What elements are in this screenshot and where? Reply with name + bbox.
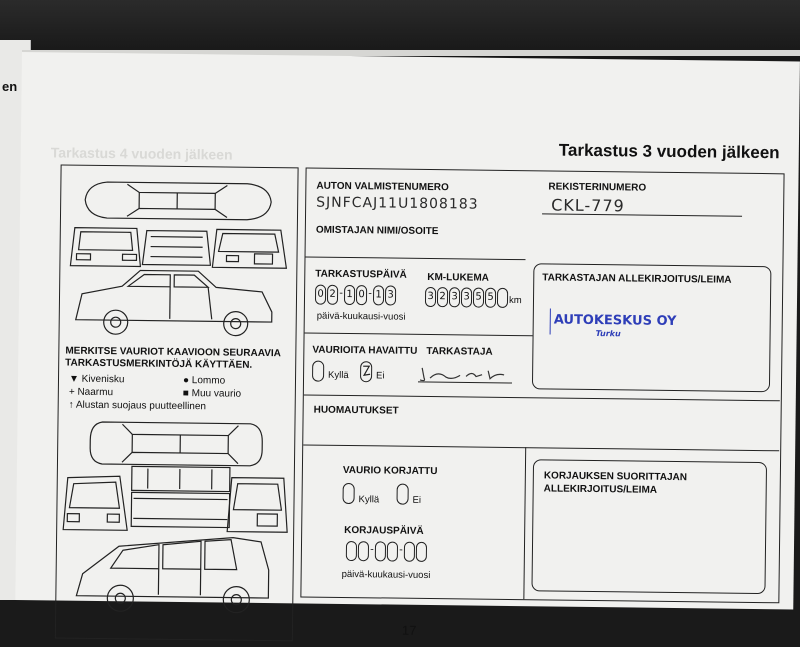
legend-item-alustan: ↑ Alustan suojaus puutteellinen [69,400,206,413]
km-unit: km [508,294,522,307]
legend-label: Kivenisku [81,373,125,386]
ei-label: Ei [376,370,385,382]
legend-label: Lommo [191,375,226,387]
vin-field[interactable]: SJNFCAJ11U1808183 [316,194,479,213]
kylla-label: Kyllä [328,369,349,382]
date-digit: 0 [314,284,327,305]
damage-diagram-panel: MERKITSE VAURIOT KAAVIOON SEURAAVIA TARK… [54,164,299,642]
date-digit: 1 [372,285,385,306]
date-separator: - [368,288,372,300]
dot-icon: ● [182,374,190,387]
triangle-icon: ▼ [68,373,79,385]
tarkastajan-allekirjoitus-label: TARKASTAJAN ALLEKIRJOITUS/LEIMA [542,272,732,286]
odometer-field[interactable]: 3 2 3 3 5 5 [424,286,509,308]
date-separator: - [339,287,343,299]
vaurioita-havaittu-label: VAURIOITA HAVAITTU [312,344,418,357]
km-lukema-label: KM-LUKEMA [427,271,489,284]
vaurio-korjattu-label: VAURIO KORJATTU [342,464,438,478]
booklet-page: Tarkastus 4 vuoden jälkeen Tarkastus 3 v… [15,52,800,642]
omistajan-nimi-label: OMISTAJAN NIMI/OSOITE [315,224,439,238]
inspector-signature-box[interactable]: TARKASTAJAN ALLEKIRJOITUS/LEIMA AUTOKESK… [531,263,772,393]
company-stamp-sub: Turku [595,329,621,339]
stamp-border [549,308,557,335]
korjauspaiva-label: KORJAUSPÄIVÄ [344,524,424,537]
page-title: Tarkastus 3 vuoden jälkeen [558,140,780,163]
column-divider [523,447,527,600]
repair-date-field[interactable]: - - [345,540,428,562]
row-divider-4 [303,444,780,452]
date-separator: - [399,544,403,556]
row-divider-2 [304,332,533,337]
company-stamp: AUTOKESKUS OY [553,312,677,330]
date-digit [386,541,399,562]
inspection-date-field[interactable]: 0 2 - 1 0 - 1 3 [314,284,397,306]
legend-item-muu-vaurio: ■ Muu vaurio [183,388,241,400]
repairer-signature-box[interactable]: KORJAUKSEN SUORITTAJAN ALLEKIRJOITUS/LEI… [531,459,768,595]
inspector-signature [417,367,512,384]
registration-field[interactable]: CKL-779 [551,195,625,216]
km-digit [496,287,509,308]
registration-underline [542,213,743,217]
km-digit: 3 [460,287,473,308]
km-digit: 5 [472,287,485,308]
legend-item-naarmu: + Naarmu [69,387,113,399]
inspection-form: AUTON VALMISTENUMERO SJNFCAJ11U1808183 R… [300,167,785,604]
show-through-title: Tarkastus 4 vuoden jälkeen [50,144,233,163]
date-digit [403,541,416,562]
date-digit [415,541,428,562]
repaired-yes-checkbox[interactable] [342,482,355,505]
legend-item-lommo: ● Lommo [183,375,225,387]
date-digit [374,541,387,562]
legend-label: Muu vaurio [191,388,242,400]
previous-page-label: en [2,79,18,94]
legend-label: Naarmu [77,386,114,399]
damage-no-checkbox[interactable] [359,361,373,383]
date-digit: 1 [343,284,356,306]
date-separator: - [370,544,374,556]
date-digit: 2 [326,284,339,305]
repaired-no-checkbox[interactable] [396,483,409,505]
tarkastuspaiva-label: TARKASTUSPÄIVÄ [315,268,407,281]
plus-icon: + [68,386,75,398]
date-digit: 3 [384,285,397,306]
date-format-hint-2: päivä-kuukausi-vuosi [341,568,431,582]
auton-valmistenumero-label: AUTON VALMISTENUMERO [316,180,449,194]
check-mark-icon [362,365,371,376]
ei-label-2: Ei [412,494,422,506]
square-icon: ■ [182,387,189,400]
damage-yes-checkbox[interactable] [311,360,325,382]
date-digit: 0 [355,285,368,306]
row-divider-1 [305,256,526,261]
legend-heading-2: TARKASTUSMERKINTÖJÄ KÄYTTÄEN. [65,357,253,371]
legend-item-kivenisku: ▼ Kivenisku [69,374,125,386]
kylla-label-2: Kyllä [358,494,380,506]
rekisterinumero-label: REKISTERINUMERO [548,181,647,194]
date-digit [345,540,358,562]
page-number: 17 [401,622,417,638]
km-digit: 3 [448,287,461,308]
sedan-diagram [69,181,288,337]
tarkastaja-label: TARKASTAJA [426,345,493,358]
arrow-up-icon: ↑ [68,399,74,411]
date-digit [357,541,370,562]
date-format-hint: päivä-kuukausi-vuosi [316,310,406,323]
minivan-diagram [62,421,288,614]
page-edge [22,50,800,56]
km-digit: 3 [424,286,437,308]
km-digit: 5 [484,287,497,308]
huomautukset-label: HUOMAUTUKSET [313,404,399,417]
row-divider-3 [303,394,780,402]
allekirjoitus-leima-label: ALLEKIRJOITUS/LEIMA [543,483,658,496]
legend-label: Alustan suojaus puutteellinen [75,399,207,413]
km-digit: 2 [436,287,449,308]
korjauksen-suorittajan-label: KORJAUKSEN SUORITTAJAN [543,470,688,484]
